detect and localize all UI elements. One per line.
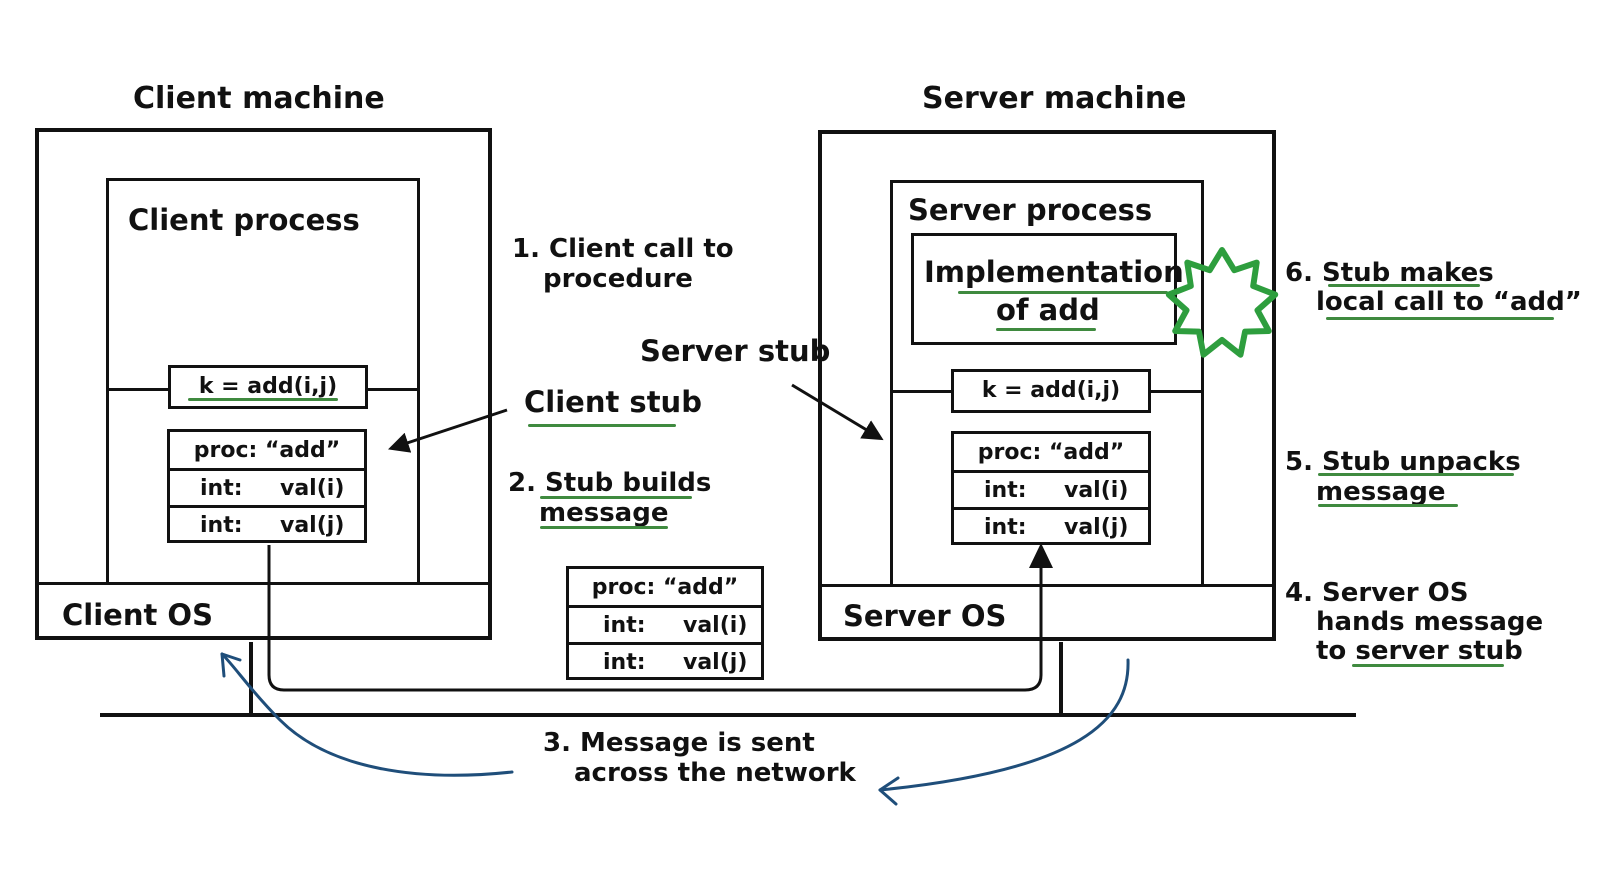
underline-client-call [188, 398, 338, 401]
step-3-line1: 3. Message is sent [543, 728, 815, 758]
underline-client-stub [528, 424, 676, 427]
client-process-label: Client process [128, 203, 360, 237]
implementation-line1: Implementation [924, 255, 1184, 289]
client-process-box [106, 178, 420, 584]
client-msg-sep-2 [170, 505, 364, 508]
server-stub-arrow [791, 383, 884, 441]
step-3-line2: across the network [574, 758, 856, 788]
implementation-line2: of add [996, 293, 1100, 327]
step-4-line2: hands message [1316, 607, 1544, 637]
client-call-text: k = add(i,j) [198, 374, 338, 399]
step-1-line1: 1. Client call to [512, 234, 734, 264]
server-call-text: k = add(i,j) [981, 378, 1121, 403]
server-stub-message: proc: “add” int: val(i) int: val(j) [951, 431, 1151, 545]
client-msg-row-j-type: int: [200, 512, 243, 538]
server-process-box [890, 180, 1204, 586]
server-msg-proc-row: proc: “add” [977, 439, 1125, 465]
blue-arrow-right-head [878, 776, 900, 806]
client-stub-label: Client stub [524, 385, 702, 419]
message-path [267, 545, 1043, 692]
server-call-box: k = add(i,j) [951, 369, 1151, 413]
server-process-line-right [1150, 390, 1204, 393]
implementation-box: Implementation of add [911, 233, 1184, 345]
transit-msg-row-i-type: int: [603, 612, 646, 638]
client-msg-row-j: int: val(j) [200, 508, 364, 542]
client-msg-proc-row: proc: “add” [193, 437, 341, 463]
server-machine-box [818, 130, 1276, 641]
client-call-box: k = add(i,j) [168, 365, 368, 409]
server-msg-row-j: int: val(j) [984, 510, 1148, 544]
client-msg-sep-1 [170, 468, 364, 471]
step-4-line1: 4. Server OS [1285, 578, 1469, 608]
step-6-line1: 6. Stub makes [1285, 258, 1494, 288]
step-6-line2: local call to “add” [1316, 287, 1582, 317]
starburst-icon [1165, 247, 1279, 358]
client-machine-title: Client machine [133, 81, 385, 116]
client-msg-row-i-value: val(i) [280, 475, 345, 501]
step-5-line2: message [1316, 477, 1446, 507]
server-machine-title: Server machine [922, 81, 1187, 116]
underline-step6-local [1326, 317, 1554, 320]
transit-msg-row-j: int: val(j) [603, 645, 761, 679]
server-msg-row-j-type: int: [984, 514, 1027, 540]
server-msg-row-i-type: int: [984, 477, 1027, 503]
underline-step6-makes [1328, 284, 1480, 287]
blue-arrow-left [220, 652, 514, 777]
client-process-line-right [366, 388, 420, 391]
server-os-label: Server OS [843, 599, 1007, 633]
message-path-arrowhead [1029, 543, 1053, 568]
underline-of-add [996, 328, 1096, 331]
underline-implementation [958, 291, 1168, 294]
transit-msg-sep-2 [569, 642, 761, 645]
server-os-divider [820, 584, 1274, 587]
client-os-label: Client OS [62, 598, 213, 632]
underline-step5-message [1318, 504, 1458, 507]
client-os-divider [37, 582, 489, 585]
client-msg-row-j-value: val(j) [280, 512, 345, 538]
server-process-line-left [890, 390, 953, 393]
underline-step4-server-stub [1352, 664, 1504, 667]
transit-msg-proc-row: proc: “add” [591, 574, 739, 600]
step-1-line2: procedure [543, 264, 693, 294]
transit-msg-row-j-type: int: [603, 649, 646, 675]
server-msg-sep-2 [954, 507, 1148, 510]
transit-msg-sep-1 [569, 605, 761, 608]
server-msg-sep-1 [954, 470, 1148, 473]
transit-msg-row-i: int: val(i) [603, 608, 761, 642]
step-2-line2: message [539, 498, 669, 528]
client-stub-arrow [388, 408, 508, 453]
step-5-line1: 5. Stub unpacks [1285, 447, 1521, 477]
blue-arrow-left-head [220, 652, 242, 678]
server-msg-row-i-value: val(i) [1064, 477, 1129, 503]
client-process-line-left [106, 388, 169, 391]
client-msg-row-i: int: val(i) [200, 471, 364, 505]
client-machine-box [35, 128, 492, 640]
client-msg-row-i-type: int: [200, 475, 243, 501]
step-2-line1: 2. Stub builds [508, 468, 712, 498]
server-msg-row-i: int: val(i) [984, 473, 1148, 507]
underline-step2-message [540, 526, 668, 529]
step-4-line3: to server stub [1316, 636, 1523, 666]
server-msg-row-j-value: val(j) [1064, 514, 1129, 540]
transit-message: proc: “add” int: val(i) int: val(j) [566, 566, 764, 680]
transit-msg-row-j-value: val(j) [683, 649, 748, 675]
client-stub-message: proc: “add” int: val(i) int: val(j) [167, 429, 367, 543]
underline-step2-builds [540, 496, 692, 499]
server-process-label: Server process [908, 193, 1153, 227]
blue-arrow-right [878, 658, 1130, 792]
server-stub-label: Server stub [640, 334, 831, 368]
transit-msg-row-i-value: val(i) [683, 612, 748, 638]
underline-step5-unpacks [1318, 473, 1514, 476]
